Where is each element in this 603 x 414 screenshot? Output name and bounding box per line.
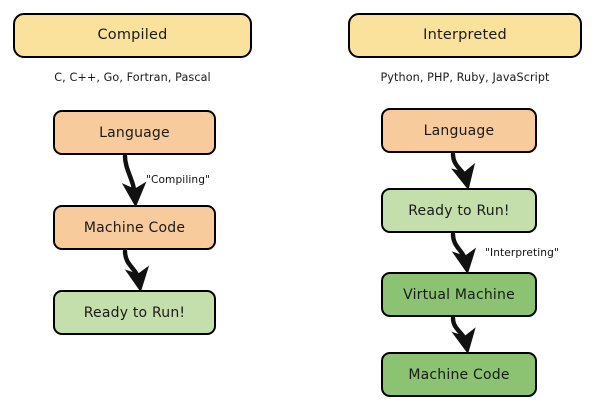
subtitle-interpreted-languages: Python, PHP, Ruby, JavaScript [380, 71, 550, 84]
node-interpreted-machine-code: Machine Code [381, 352, 537, 397]
node-interpreted-ready-to-run: Ready to Run! [381, 188, 537, 233]
edge-label-interpreting: "Interpreting" [485, 247, 559, 259]
node-interpreted-language: Language [381, 108, 537, 153]
header-box-interpreted: Interpreted [348, 13, 582, 58]
subtitle-compiled-languages: C, C++, Go, Fortran, Pascal [54, 71, 211, 84]
header-box-compiled: Compiled [13, 13, 252, 58]
node-compiled-language: Language [53, 110, 216, 155]
edge-label-compiling: "Compiling" [146, 174, 211, 186]
node-interpreted-virtual-machine: Virtual Machine [381, 272, 537, 317]
